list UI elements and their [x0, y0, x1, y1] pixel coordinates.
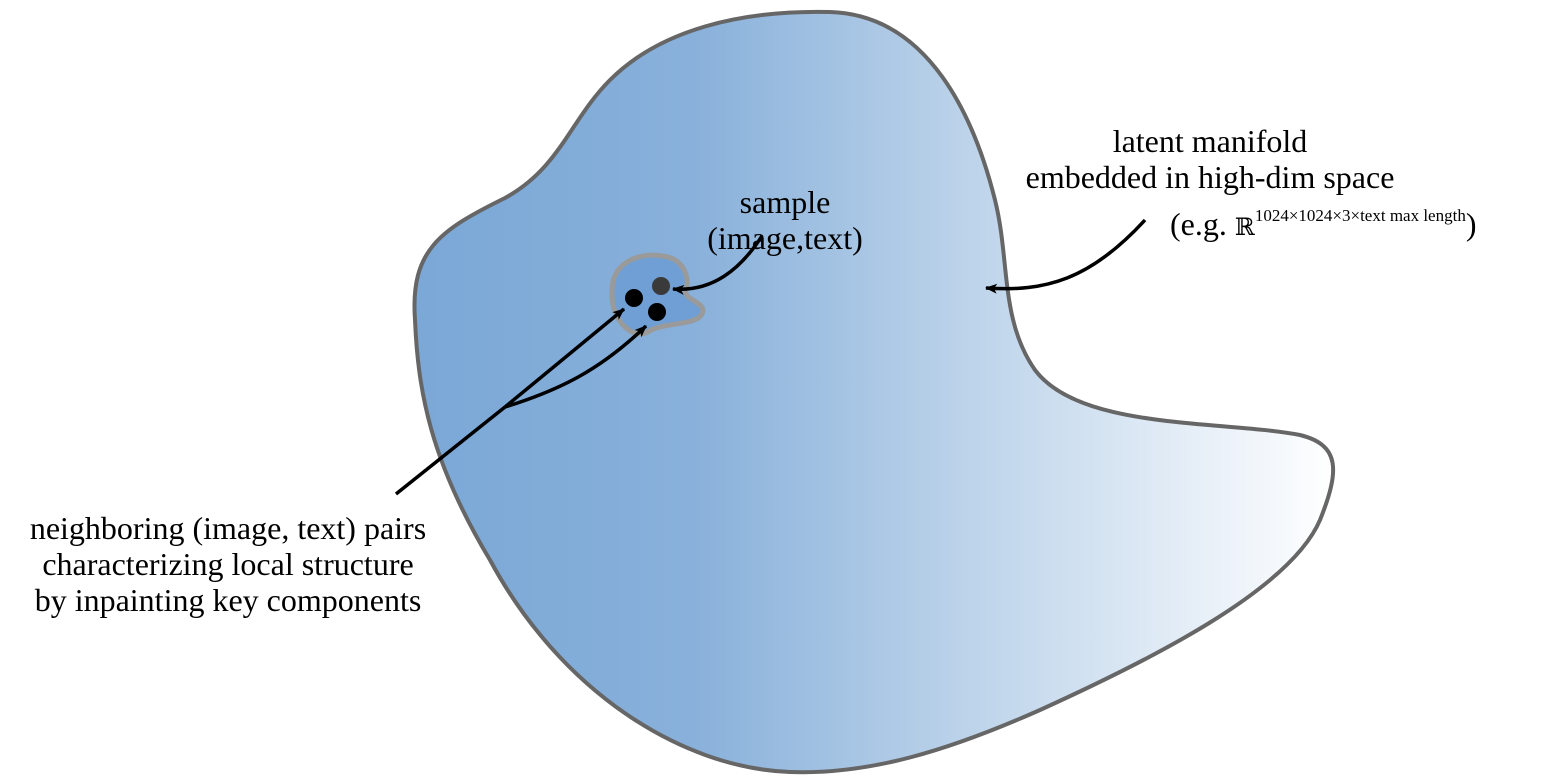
latent-manifold-shape	[412, 9, 1335, 775]
neighbors-arrow-stem	[394, 405, 507, 496]
sample-label: sample (image,text)	[690, 184, 880, 256]
dimension-example-label: (e.g. ℝ1024×1024×3×text max length)	[1170, 206, 1560, 248]
sample-label-line2: (image,text)	[707, 220, 863, 256]
neighbor-point-2	[648, 303, 666, 321]
example-prefix: (e.g.	[1170, 206, 1227, 242]
neighbors-arrow-1	[503, 307, 626, 409]
example-suffix: )	[1465, 206, 1477, 242]
sample-label-line1: sample	[739, 184, 831, 220]
sample-point	[652, 277, 670, 295]
real-numbers-symbol: ℝ	[1234, 213, 1255, 241]
neighbors-arrow-2	[504, 324, 648, 409]
neighbors-label: neighboring (image, text) pairs characte…	[0, 510, 456, 618]
dimension-superscript: 1024×1024×3×text max length	[1254, 206, 1466, 225]
neighbors-label-line3: by inpainting key components	[34, 582, 422, 618]
manifold-arrow	[985, 218, 1147, 294]
sample-arrow	[672, 235, 764, 295]
neighbors-label-line2: characterizing local structure	[42, 546, 414, 582]
manifold-label-line2: embedded in high-dim space	[1025, 159, 1395, 195]
manifold-label-line1: latent manifold	[1112, 123, 1308, 159]
neighbor-point-1	[625, 289, 643, 307]
neighbors-label-line1: neighboring (image, text) pairs	[29, 510, 427, 546]
manifold-label: latent manifold embedded in high-dim spa…	[980, 123, 1440, 195]
